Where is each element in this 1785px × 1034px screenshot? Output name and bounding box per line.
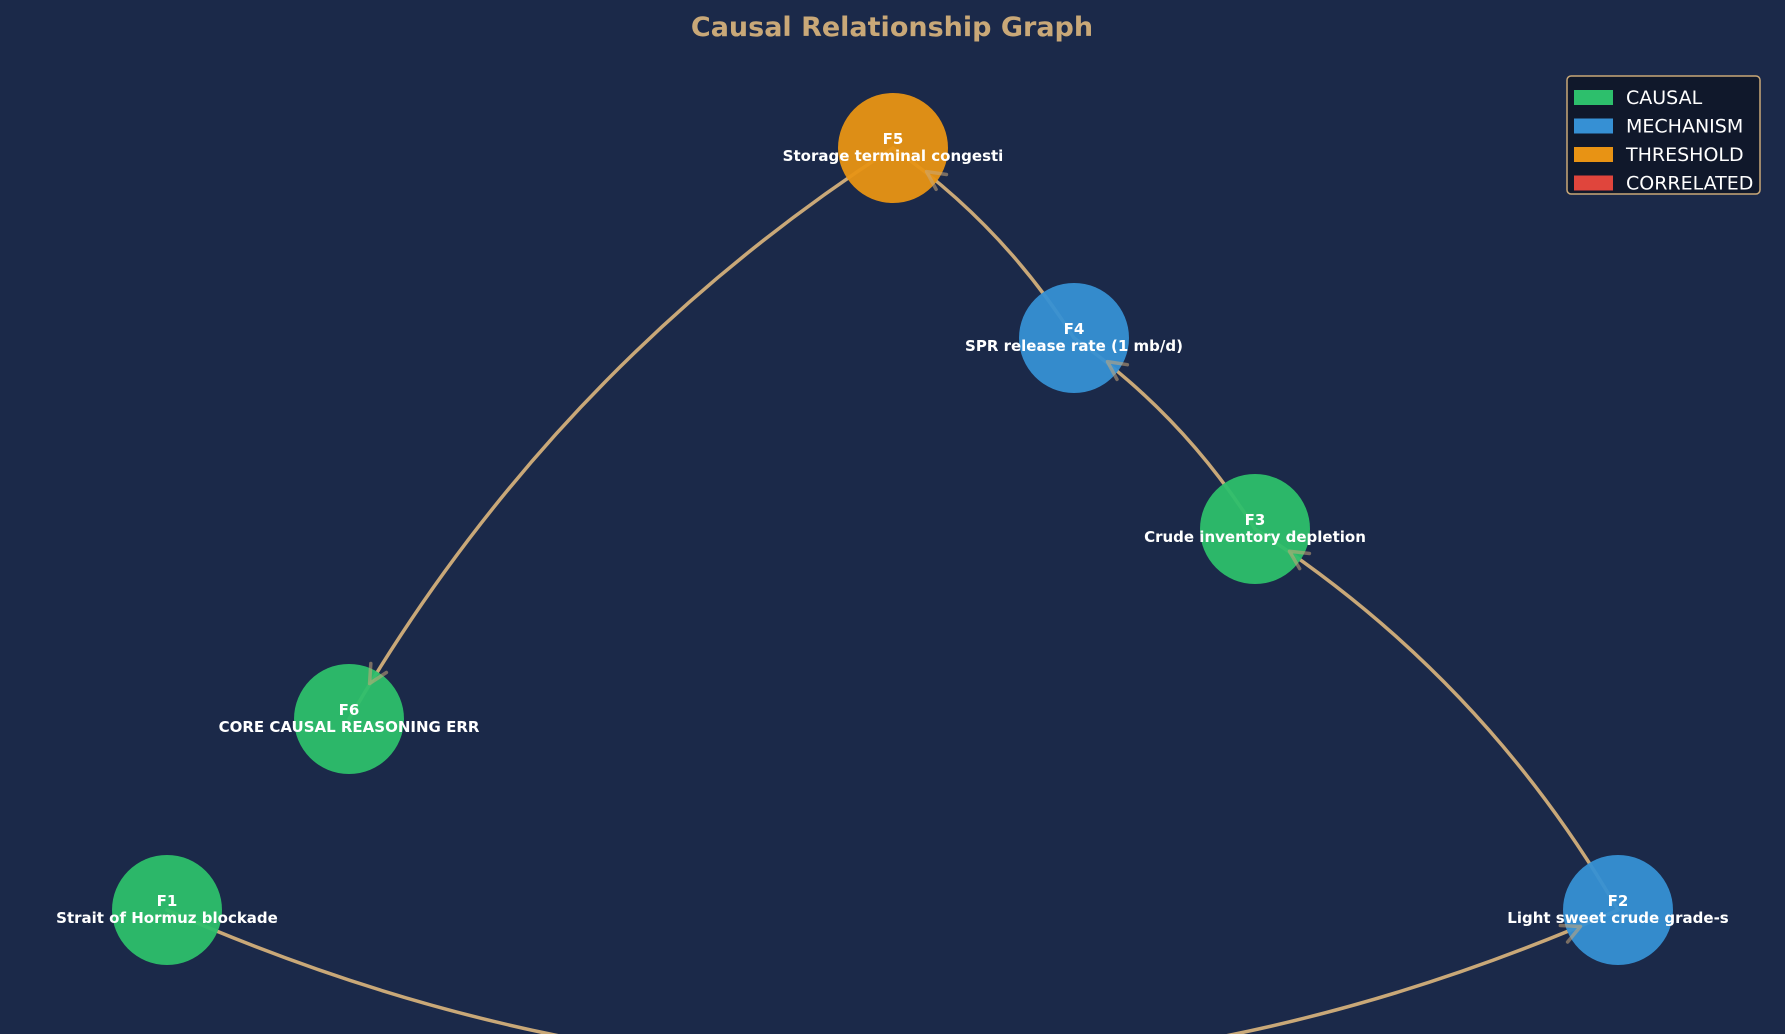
legend-swatch: [1574, 118, 1613, 134]
arrow-head-icon: [1558, 923, 1583, 944]
node-label: Storage terminal congesti: [783, 147, 1004, 165]
node-circle: [1200, 474, 1310, 584]
node-circle: [1019, 283, 1129, 393]
legend-label: THRESHOLD: [1625, 144, 1744, 166]
edge-f2-f3: [1253, 527, 1620, 912]
node-id: F4: [1064, 320, 1085, 338]
arrow-head-icon: [367, 661, 389, 686]
node-label: Crude inventory depletion: [1144, 528, 1366, 546]
arrow-head-icon: [1105, 359, 1130, 382]
node-label: Strait of Hormuz blockade: [56, 909, 278, 927]
legend-label: CAUSAL: [1626, 87, 1703, 109]
node-label: CORE CAUSAL REASONING ERR: [219, 718, 480, 736]
legend-swatch: [1574, 147, 1613, 162]
edges-layer: [165, 146, 1620, 1034]
node-id: F6: [339, 701, 360, 719]
edge-f5-f6: [347, 146, 895, 721]
node-circle: [294, 664, 404, 774]
legend-item-mechanism: MECHANISM: [1574, 116, 1743, 138]
node-label: Light sweet crude grade-s: [1507, 909, 1729, 927]
node-circle: [1563, 855, 1673, 965]
arrow-head-icon: [1287, 549, 1312, 571]
diagram-title: Causal Relationship Graph: [691, 12, 1093, 43]
legend-item-correlated: CORRELATED: [1574, 173, 1753, 195]
legend-label: MECHANISM: [1626, 116, 1743, 138]
node-id: F3: [1245, 511, 1266, 529]
legend-swatch: [1574, 175, 1613, 191]
node-circle: [112, 855, 222, 965]
node-label: SPR release rate (1 mb/d): [965, 337, 1183, 355]
arrow-head-icon: [924, 169, 949, 192]
arrow-heads-layer: [367, 169, 1583, 944]
node-circle: [838, 93, 948, 203]
legend-box: [1566, 75, 1761, 195]
node-id: F5: [883, 130, 904, 148]
legend-item-threshold: THRESHOLD: [1574, 144, 1744, 166]
node-id: F1: [157, 892, 178, 910]
legend-swatch: [1574, 90, 1613, 105]
node-id: F2: [1608, 892, 1629, 910]
legend: CAUSAL MECHANISM THRESHOLD CORRELATED: [1566, 75, 1761, 195]
legend-label: CORRELATED: [1626, 173, 1753, 195]
legend-item-causal: CAUSAL: [1574, 87, 1703, 109]
edge-f1-f2: [165, 908, 1620, 1034]
